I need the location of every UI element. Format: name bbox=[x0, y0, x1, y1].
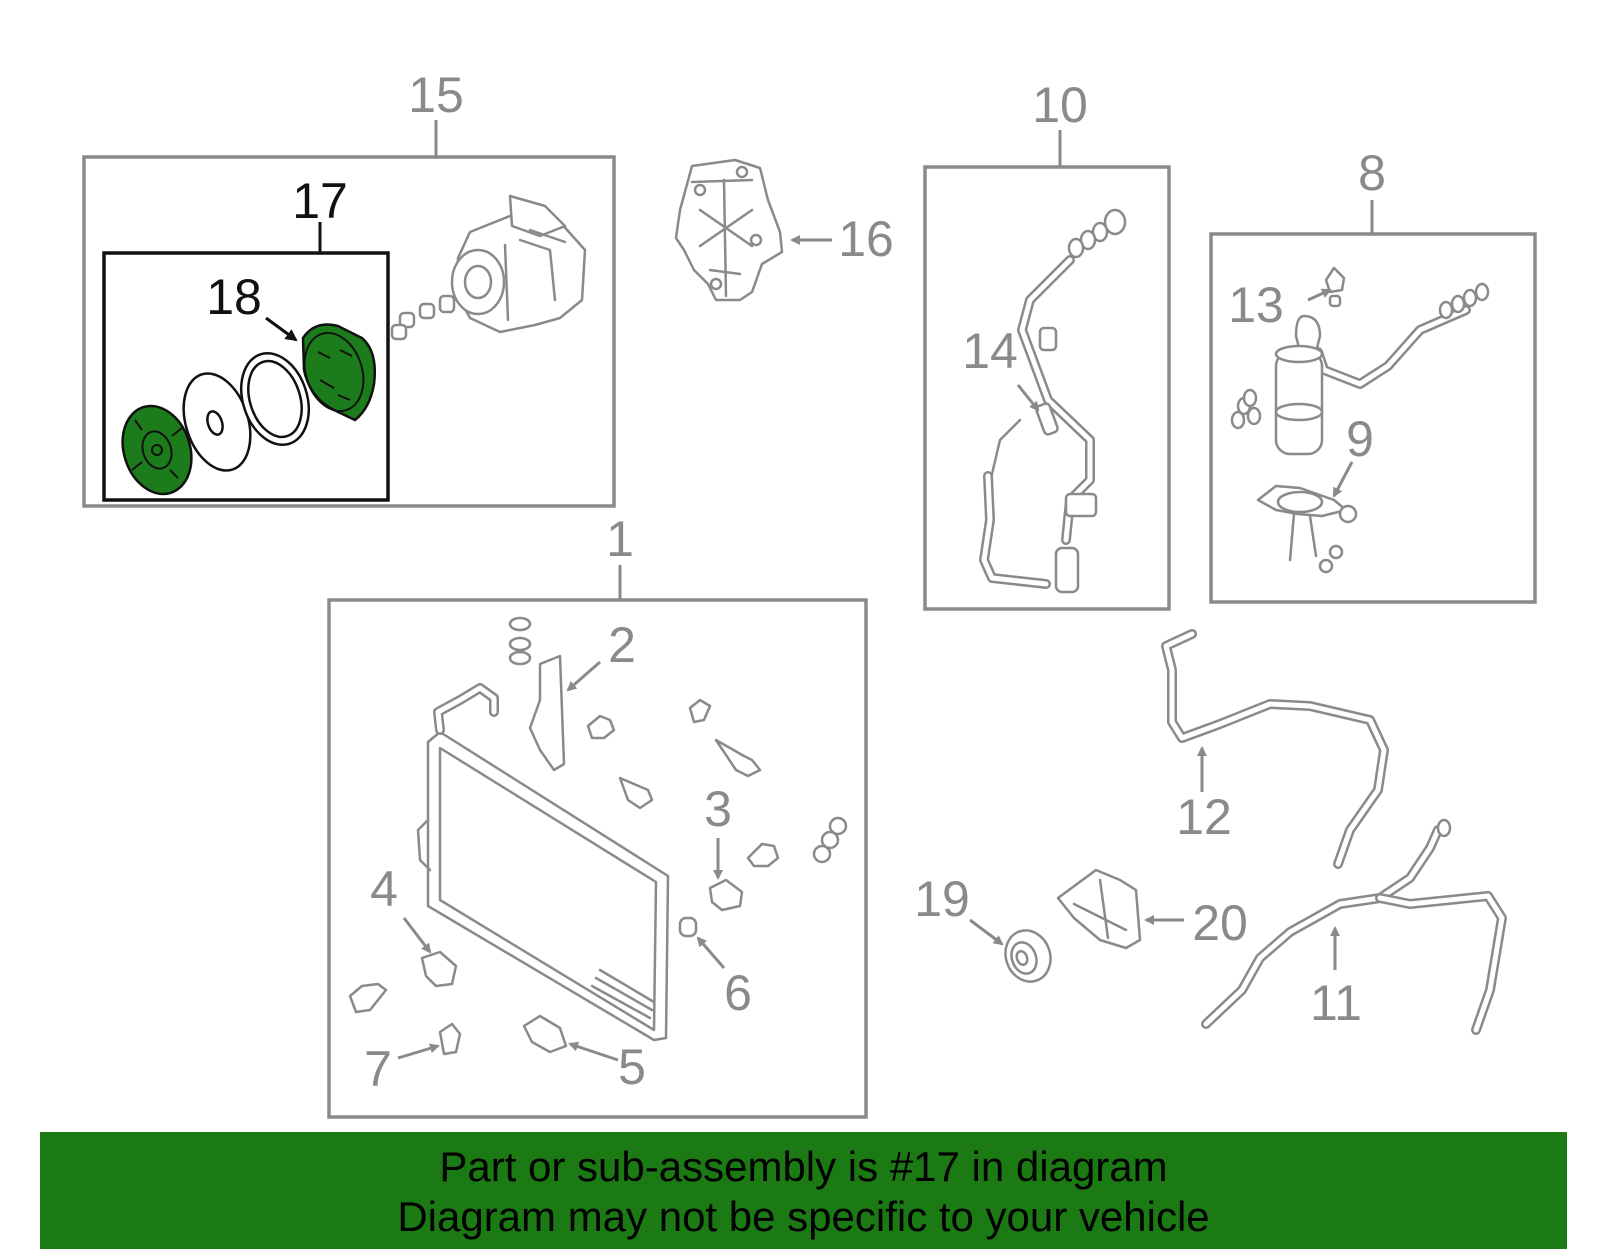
callout-10: 10 bbox=[1032, 77, 1088, 133]
callout-13: 13 bbox=[1228, 277, 1284, 333]
hose-part-11 bbox=[1201, 818, 1507, 1035]
callout-15: 15 bbox=[408, 67, 464, 123]
callout-4: 4 bbox=[370, 861, 398, 917]
snap-ring-part bbox=[240, 351, 310, 447]
group-10-suction-line bbox=[923, 130, 1171, 611]
bracket-part-20 bbox=[1056, 868, 1184, 950]
box-17 bbox=[102, 251, 390, 502]
banner-line-1: Part or sub-assembly is #17 in diagram bbox=[439, 1143, 1168, 1190]
callout-12: 12 bbox=[1176, 789, 1232, 845]
info-banner: Part or sub-assembly is #17 in diagram D… bbox=[40, 1132, 1567, 1249]
callout-1: 1 bbox=[606, 511, 634, 567]
group-17-clutch-assembly bbox=[102, 222, 390, 502]
callout-16: 16 bbox=[838, 211, 894, 267]
idler-pulley-part-19 bbox=[969, 918, 1052, 983]
compressor-part bbox=[390, 194, 587, 341]
hose-part-12 bbox=[1161, 629, 1389, 869]
callout-2: 2 bbox=[608, 617, 636, 673]
callout-6: 6 bbox=[724, 965, 752, 1021]
callout-17: 17 bbox=[292, 173, 348, 229]
banner-line-2: Diagram may not be specific to your vehi… bbox=[397, 1193, 1210, 1240]
shim-ring-part bbox=[182, 372, 252, 472]
group-1-condenser bbox=[327, 565, 868, 1119]
bracket-part-16 bbox=[674, 158, 832, 302]
callout-8: 8 bbox=[1358, 145, 1386, 201]
callout-14: 14 bbox=[962, 323, 1018, 379]
callout-labels: 15 17 18 16 10 14 8 13 9 1 2 3 4 6 7 5 1… bbox=[206, 67, 1386, 1097]
callout-5: 5 bbox=[618, 1039, 646, 1095]
box-10 bbox=[923, 165, 1171, 611]
box-1 bbox=[327, 598, 868, 1119]
pulley-part-18 bbox=[301, 323, 376, 422]
group-8-receiver-drier bbox=[1209, 200, 1537, 604]
callout-9: 9 bbox=[1346, 411, 1374, 467]
box-15 bbox=[82, 155, 616, 508]
clutch-hub-plate-part bbox=[121, 404, 193, 496]
callout-19: 19 bbox=[914, 871, 970, 927]
callout-20: 20 bbox=[1192, 895, 1248, 951]
callout-11: 11 bbox=[1310, 975, 1362, 1031]
box-8 bbox=[1209, 232, 1537, 604]
callout-18: 18 bbox=[206, 269, 262, 325]
group-15-compressor-assembly bbox=[82, 120, 616, 508]
callout-3: 3 bbox=[704, 781, 732, 837]
callout-7: 7 bbox=[364, 1041, 392, 1097]
